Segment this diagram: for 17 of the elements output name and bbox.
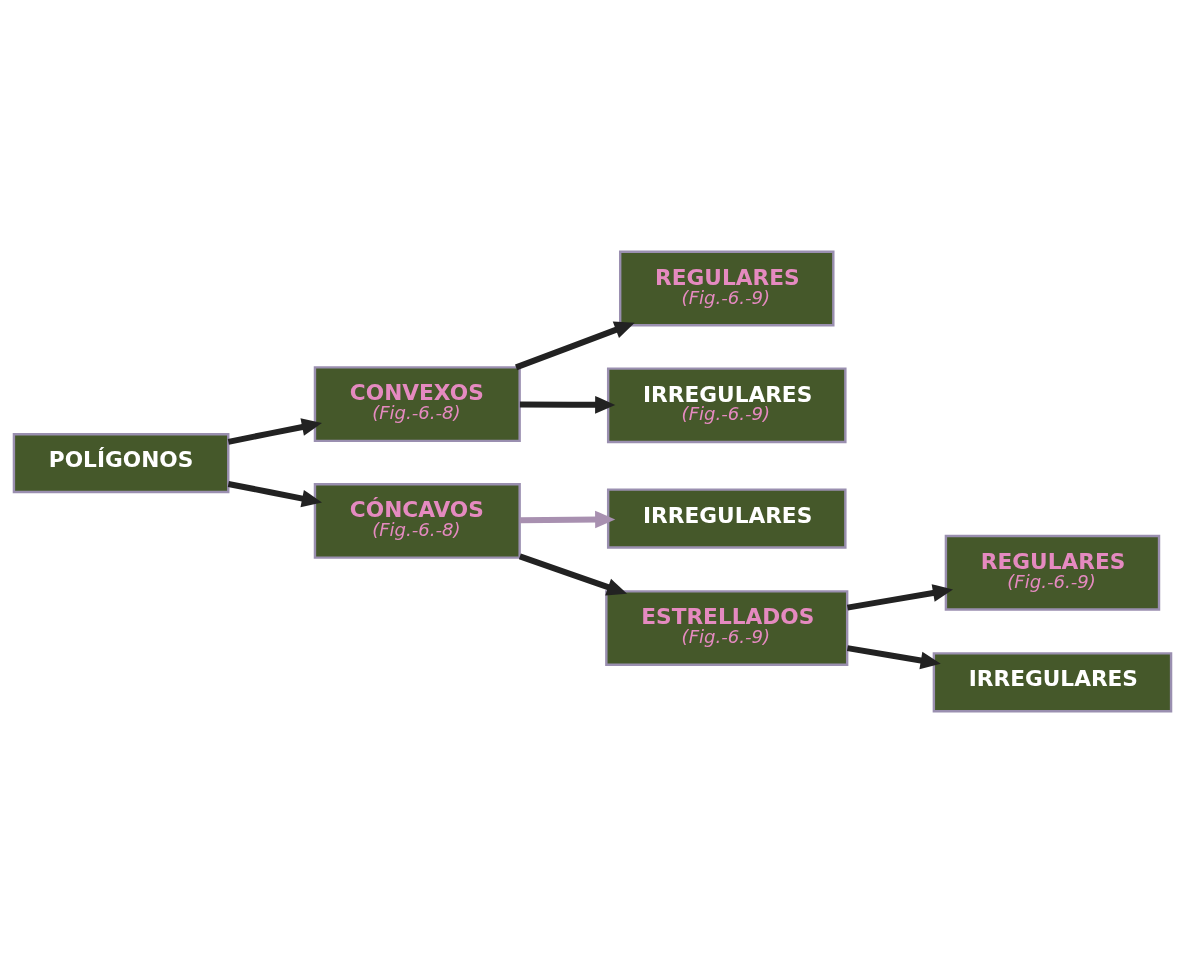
arrow bbox=[515, 321, 635, 370]
arrow bbox=[227, 417, 322, 445]
node-box: IRREGULARES bbox=[932, 651, 1173, 712]
node-box: REGULARES (Fig.-6.-9) bbox=[944, 534, 1161, 611]
node-box: REGULARES (Fig.-6.-9) bbox=[619, 250, 835, 326]
arrow bbox=[846, 644, 941, 669]
arrow bbox=[227, 480, 322, 507]
arrow bbox=[519, 510, 616, 528]
node-box: ESTRELLADOS (Fig.-6.-9) bbox=[605, 589, 849, 666]
node-box: CÓNCAVOS (Fig.-6.-8) bbox=[313, 482, 521, 559]
node-box: IRREGULARES (Fig.-6.-9) bbox=[606, 366, 847, 443]
arrow bbox=[518, 553, 628, 595]
arrow bbox=[519, 395, 616, 414]
arrow bbox=[846, 583, 954, 611]
node-box: CONVEXOS (Fig.-6.-8) bbox=[313, 365, 521, 442]
node-box: IRREGULARES bbox=[606, 487, 847, 549]
node-box: POLÍGONOS bbox=[12, 432, 230, 493]
